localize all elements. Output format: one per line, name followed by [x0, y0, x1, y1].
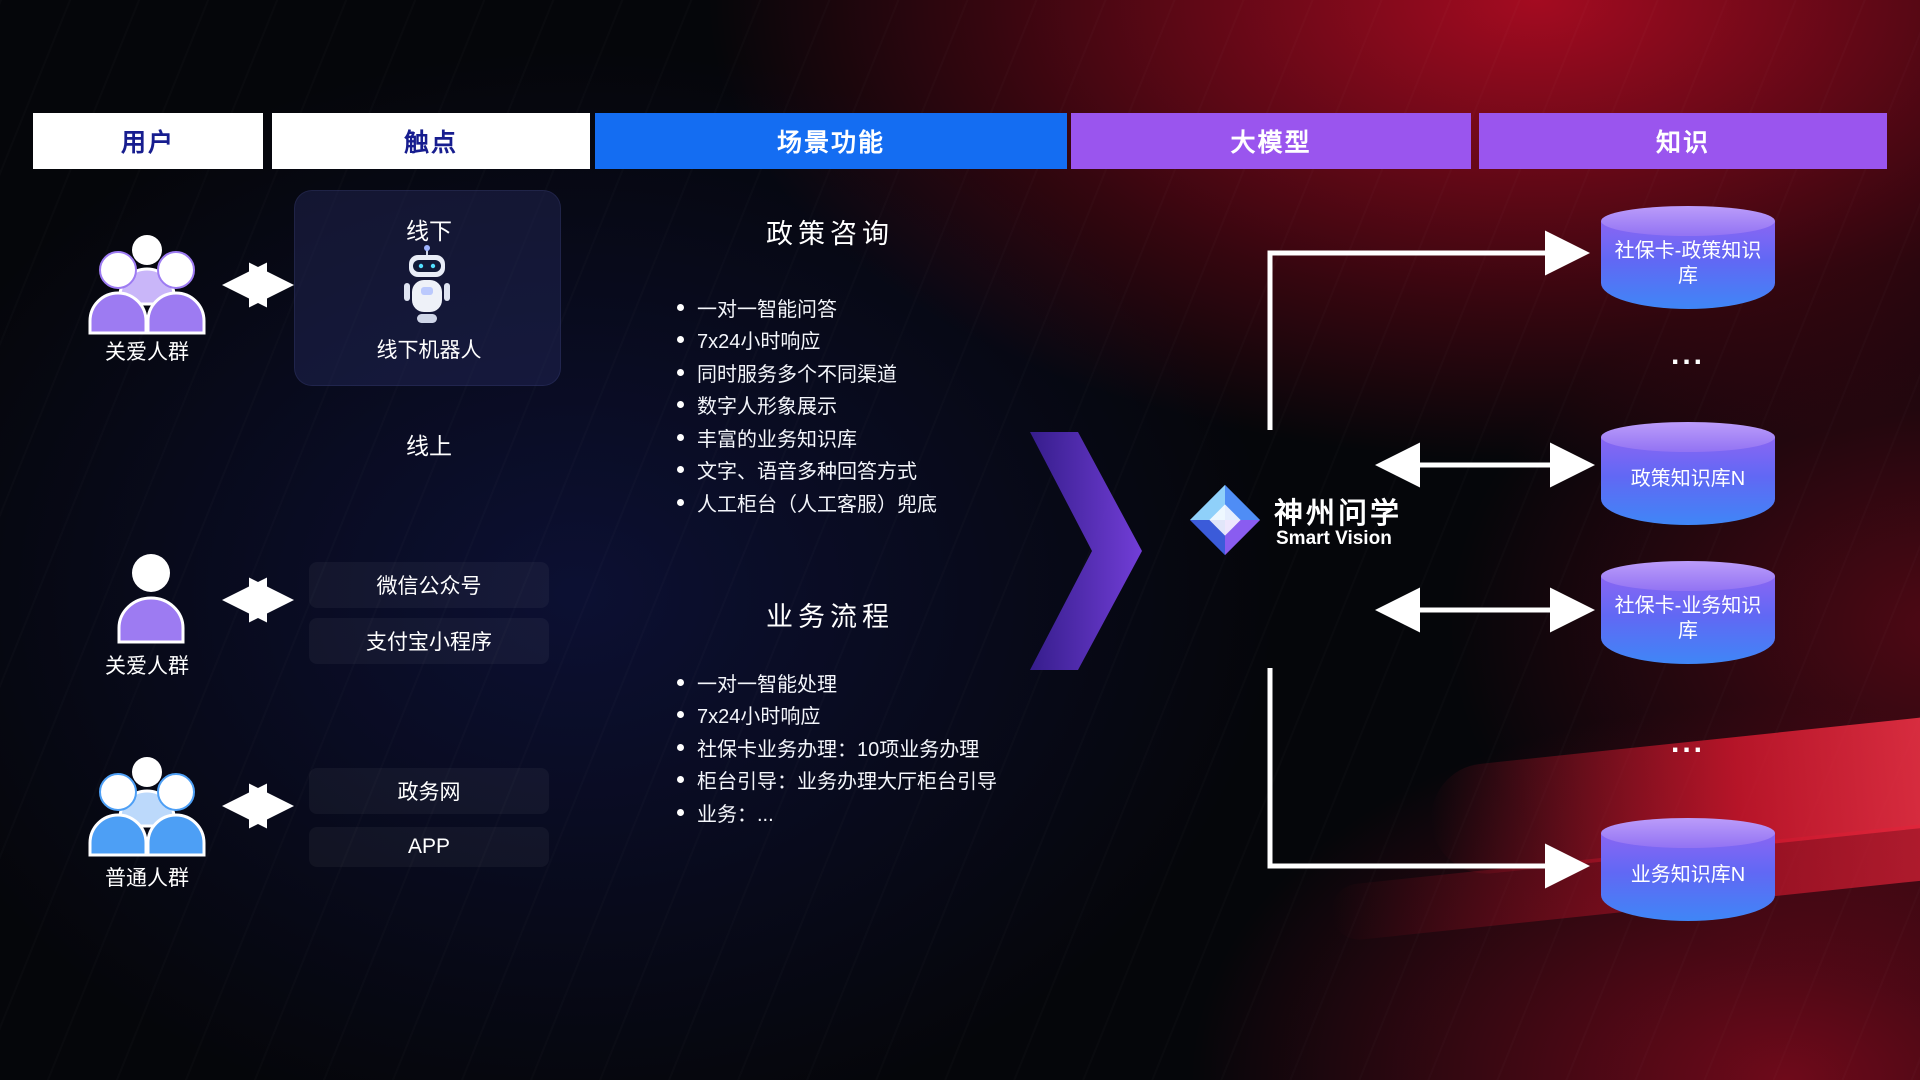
header-knowledge-label: 知识: [1655, 129, 1710, 157]
brand-name: 神州问学: [1274, 498, 1403, 530]
bullet-dot: [677, 743, 684, 751]
bullet-dot: [677, 776, 684, 784]
cylinder-top: [1601, 422, 1775, 452]
online-title: 线上: [406, 433, 452, 459]
cylinder-top: [1601, 818, 1775, 848]
bullet-dot: [677, 466, 684, 474]
business-feature-list: 一对一智能处理 7x24小时响应 社保卡业务办理：10项业务办理 柜台引导：业务…: [677, 666, 1107, 829]
knowledge-db-policy-sscard: 社保卡-政策知识库: [1601, 206, 1775, 309]
knowledge-db-policy-n: 政策知识库N: [1601, 422, 1775, 525]
policy-feature-list: 一对一智能问答 7x24小时响应 同时服务多个不同渠道 数字人形象展示 丰富的业…: [677, 291, 1107, 519]
header-users: 用户: [33, 113, 263, 169]
header-large-model-label: 大模型: [1230, 129, 1312, 157]
bullet-dot: [677, 433, 684, 441]
header-users-label: 用户: [120, 129, 175, 157]
knowledge-db-business-sscard: 社保卡-业务知识库: [1601, 561, 1775, 664]
brand-subtitle: Smart Vision: [1276, 528, 1392, 549]
header-scene-functions-label: 场景功能: [776, 129, 885, 157]
group-people-icon-purple: [88, 235, 206, 335]
bullet-dot: [677, 711, 684, 719]
db-label: 政策知识库N: [1630, 468, 1746, 490]
db-label: 业务知识库N: [1630, 864, 1746, 886]
single-person-icon-purple: [117, 554, 185, 644]
header-touchpoints-label: 触点: [403, 129, 458, 157]
cylinder-top: [1601, 561, 1775, 591]
db-label: 社保卡-政策知识库: [1614, 239, 1762, 287]
list-item: 业务：...: [677, 796, 1107, 829]
list-item: 一对一智能问答: [677, 291, 1107, 324]
bullet-dot: [677, 336, 684, 344]
group-people-icon-blue: [88, 757, 206, 857]
big-flow-arrow: [1030, 432, 1142, 670]
list-item: 社保卡业务办理：10项业务办理: [677, 731, 1107, 764]
brand-diamond-logo: [1189, 484, 1261, 556]
scene-item: 一对一智能处理: [697, 673, 837, 696]
knowledge-db-business-n: 业务知识库N: [1601, 818, 1775, 921]
scene-item: 社保卡业务办理：10项业务办理: [697, 738, 980, 761]
scene-item: 业务：...: [697, 803, 774, 826]
bullet-dot: [677, 498, 684, 506]
bullet-dot: [677, 303, 684, 311]
scene-item: 数字人形象展示: [697, 396, 837, 419]
user-single-label: 关爱人群: [105, 655, 189, 678]
touchpoint-gov-web: 政务网: [309, 768, 549, 814]
list-item: 7x24小时响应: [677, 324, 1107, 357]
touchpoint-wechat: 微信公众号: [309, 562, 549, 608]
list-item: 同时服务多个不同渠道: [677, 356, 1107, 389]
user-group-label: 关爱人群: [105, 341, 189, 364]
offline-robot-label: 线下机器人: [376, 339, 482, 362]
scene-title-business: 业务流程: [766, 602, 894, 632]
offline-title: 线下: [406, 218, 452, 244]
user-common-label: 普通人群: [105, 867, 189, 890]
list-item: 数字人形象展示: [677, 389, 1107, 422]
list-item: 7x24小时响应: [677, 699, 1107, 732]
robot-icon: [404, 245, 450, 323]
scene-item: 同时服务多个不同渠道: [697, 363, 897, 386]
touchpoint-alipay: 支付宝小程序: [309, 618, 549, 664]
header-large-model: 大模型: [1071, 113, 1471, 169]
list-item: 柜台引导：业务办理大厅柜台引导: [677, 764, 1107, 797]
list-item: 一对一智能处理: [677, 666, 1107, 699]
cylinder-top: [1601, 206, 1775, 236]
list-item: 人工柜台（人工客服）兜底: [677, 486, 1107, 519]
bullet-dot: [677, 401, 684, 409]
scene-item: 文字、语音多种回答方式: [697, 461, 917, 484]
scene-item: 一对一智能问答: [697, 298, 837, 321]
header-touchpoints: 触点: [272, 113, 590, 169]
scene-item: 丰富的业务知识库: [697, 428, 857, 451]
touchpoint-app: APP: [309, 827, 549, 867]
scene-item: 7x24小时响应: [697, 331, 821, 354]
bullet-dot: [677, 368, 684, 376]
scene-item: 7x24小时响应: [697, 706, 821, 729]
ellipsis: ...: [1670, 726, 1705, 759]
bullet-dot: [677, 808, 684, 816]
list-item: 文字、语音多种回答方式: [677, 454, 1107, 487]
bullet-dot: [677, 678, 684, 686]
scene-item: 人工柜台（人工客服）兜底: [697, 493, 937, 516]
header-knowledge: 知识: [1479, 113, 1887, 169]
scene-item: 柜台引导：业务办理大厅柜台引导: [697, 771, 997, 794]
db-label: 社保卡-业务知识库: [1614, 594, 1762, 642]
scene-title-policy: 政策咨询: [766, 219, 894, 249]
header-scene-functions: 场景功能: [595, 113, 1067, 169]
ellipsis: ...: [1670, 338, 1705, 371]
list-item: 丰富的业务知识库: [677, 421, 1107, 454]
